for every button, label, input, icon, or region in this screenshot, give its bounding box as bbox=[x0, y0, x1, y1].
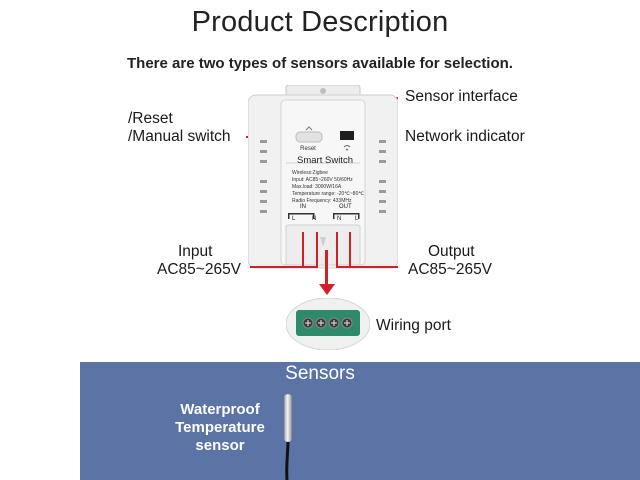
spec-wireless: Wireless:Zigbee bbox=[292, 170, 328, 176]
input-wire-n bbox=[316, 232, 318, 267]
spec-temp: Temperature range: -20℃~80℃ bbox=[292, 191, 364, 197]
terminal-out-label: OUT bbox=[339, 204, 352, 210]
sensors-title: Sensors bbox=[285, 363, 355, 384]
sensor-interface-callout-label: Sensor interface bbox=[405, 88, 518, 105]
spec-radio: Radio Frequency: 433MHz bbox=[292, 198, 352, 204]
terminal-in-n: N bbox=[312, 216, 317, 222]
wiring-port-image bbox=[286, 298, 370, 350]
sensor-label-line3: sensor bbox=[195, 437, 245, 454]
input-voltage-label: AC85~265V bbox=[157, 261, 242, 278]
output-callout-label: Output bbox=[428, 243, 475, 260]
output-wire-l bbox=[349, 232, 351, 267]
page-title: Product Description bbox=[191, 6, 449, 38]
device-reset-label: Reset bbox=[300, 146, 316, 152]
wiring-arrow-head bbox=[319, 284, 335, 295]
spec-input: Input: AC85~260V 50/60Hz bbox=[292, 177, 353, 183]
input-wire-l bbox=[302, 232, 304, 267]
terminal-out-n: N bbox=[337, 216, 342, 222]
smart-switch-device bbox=[248, 85, 398, 269]
output-voltage-label: AC85~265V bbox=[408, 261, 493, 278]
terminal-in-label: IN bbox=[300, 204, 306, 210]
wiring-arrow-shaft bbox=[325, 250, 328, 286]
manual-switch-callout-label: /Manual switch bbox=[128, 128, 231, 145]
sensor-label-line2: Temperature bbox=[175, 419, 265, 436]
input-callout-line bbox=[250, 266, 318, 268]
terminal-in-l: L bbox=[292, 216, 296, 222]
network-indicator-callout-label: Network indicator bbox=[405, 128, 525, 145]
reset-callout-label: /Reset bbox=[128, 110, 173, 127]
temperature-probe-image bbox=[283, 393, 293, 480]
spec-load: Max.load: 3000W/16A bbox=[292, 184, 342, 190]
terminal-out-l: L bbox=[355, 216, 359, 222]
device-name: Smart Switch bbox=[297, 155, 353, 166]
device-spec-block: Wireless:Zigbee Input: AC85~260V 50/60Hz… bbox=[292, 170, 364, 205]
sensor-label-line1: Waterproof bbox=[180, 401, 260, 418]
output-callout-line bbox=[336, 266, 398, 268]
sensors-panel bbox=[80, 362, 640, 480]
input-callout-label: Input bbox=[178, 243, 213, 260]
sensor-item-label: Waterproof Temperature sensor bbox=[165, 401, 275, 455]
page-subtitle: There are two types of sensors available… bbox=[127, 55, 513, 72]
output-wire-n bbox=[336, 232, 338, 267]
wiring-port-label: Wiring port bbox=[376, 317, 451, 334]
